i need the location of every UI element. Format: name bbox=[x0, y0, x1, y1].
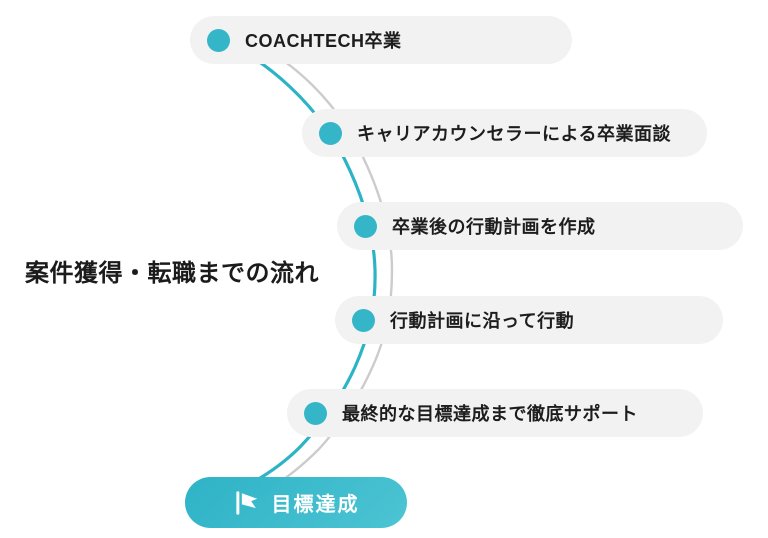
flow-curve-teal bbox=[220, 38, 377, 486]
step-item-action-plan: 卒業後の行動計画を作成 bbox=[337, 202, 743, 250]
step-dot-icon bbox=[319, 121, 342, 145]
step-label: COACHTECH卒業 bbox=[245, 31, 402, 51]
step-label: 卒業後の行動計画を作成 bbox=[392, 217, 596, 237]
flag-icon bbox=[235, 490, 257, 515]
step-label: キャリアカウンセラーによる卒業面談 bbox=[357, 124, 671, 144]
step-item-graduation: COACHTECH卒業 bbox=[190, 16, 572, 64]
goal-label: 目標達成 bbox=[271, 494, 360, 516]
step-label: 最終的な目標達成まで徹底サポート bbox=[342, 404, 638, 424]
step-dot-icon bbox=[304, 401, 327, 425]
goal-badge: 目標達成 bbox=[185, 477, 407, 528]
step-dot-icon bbox=[352, 308, 375, 332]
step-item-full-support: 最終的な目標達成まで徹底サポート bbox=[287, 389, 703, 437]
step-dot-icon bbox=[207, 28, 230, 52]
step-item-counselor-interview: キャリアカウンセラーによる卒業面談 bbox=[302, 109, 707, 157]
flow-curve-gray bbox=[243, 36, 394, 489]
page-title: 案件獲得・転職までの流れ bbox=[25, 260, 319, 287]
step-dot-icon bbox=[354, 214, 377, 238]
step-item-follow-plan: 行動計画に沿って行動 bbox=[335, 296, 723, 344]
step-label: 行動計画に沿って行動 bbox=[390, 311, 575, 331]
